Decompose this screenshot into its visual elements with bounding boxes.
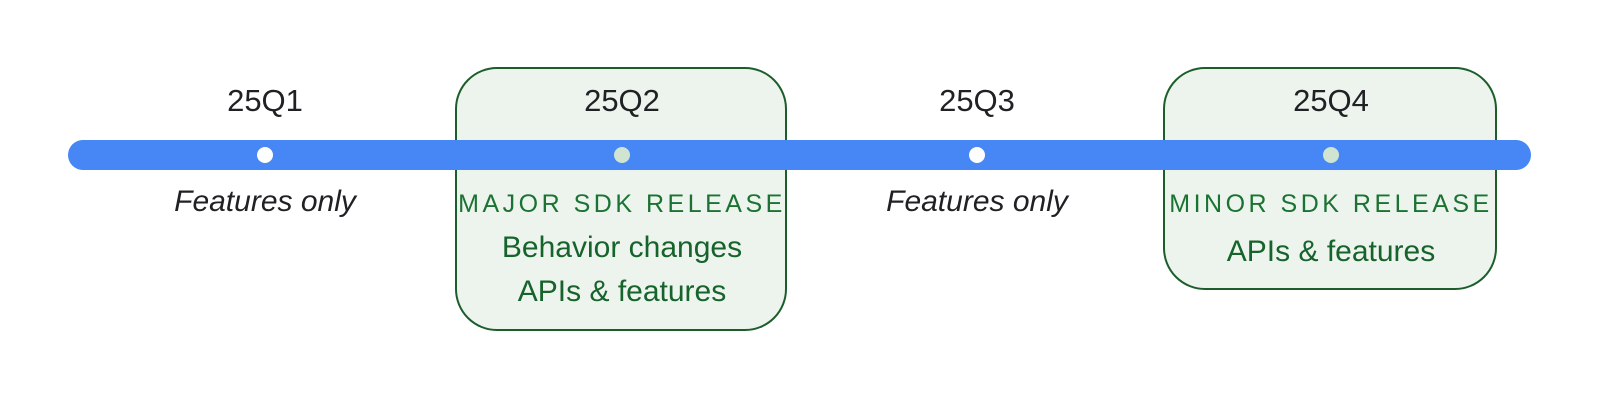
note-features-only-25q3: Features only bbox=[886, 185, 1068, 218]
quarter-label-25q3: 25Q3 bbox=[939, 83, 1015, 118]
quarter-label-25q1: 25Q1 bbox=[227, 83, 303, 118]
timeline-dot-25q4 bbox=[1323, 147, 1339, 163]
release-box-25q2 bbox=[455, 67, 787, 331]
quarter-label-25q4: 25Q4 bbox=[1293, 83, 1369, 118]
release-line-apis-features-25q4: APIs & features bbox=[1226, 235, 1436, 268]
release-heading-25q4: MINOR SDK RELEASE bbox=[1169, 190, 1493, 218]
timeline-bar bbox=[68, 140, 1531, 170]
release-line-behavior-changes-25q2: Behavior changes bbox=[501, 231, 743, 264]
release-box-25q4 bbox=[1163, 67, 1497, 290]
timeline-dot-25q3 bbox=[969, 147, 985, 163]
quarter-label-25q2: 25Q2 bbox=[584, 83, 660, 118]
release-line-apis-features-25q2: APIs & features bbox=[517, 275, 727, 308]
note-features-only-25q1: Features only bbox=[174, 185, 356, 218]
timeline-dot-25q2 bbox=[614, 147, 630, 163]
release-heading-25q2: MAJOR SDK RELEASE bbox=[458, 190, 786, 218]
timeline-dot-25q1 bbox=[257, 147, 273, 163]
